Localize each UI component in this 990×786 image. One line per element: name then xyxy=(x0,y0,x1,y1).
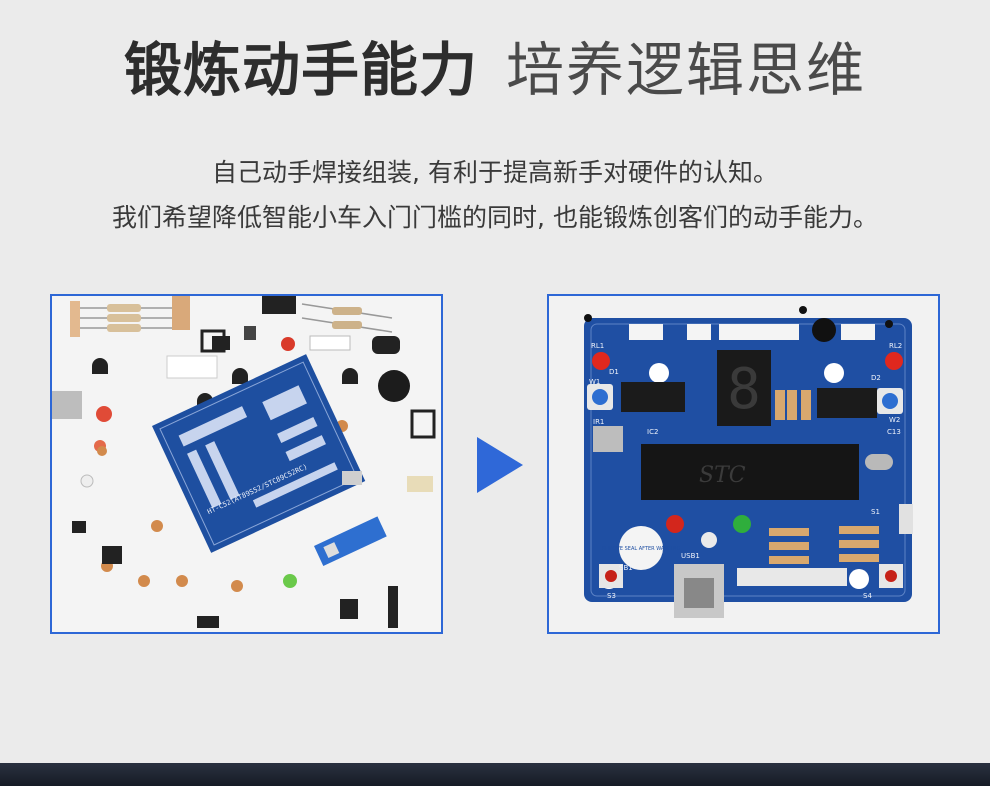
description-line-2: 我们希望降低智能小车入门门槛的同时, 也能锻炼创客们的动手能力。 xyxy=(112,203,878,232)
bare-pcb: HT-C52(AT89S52/STC89C52RC) xyxy=(152,354,366,553)
assembled-board-photo: 8 STC REMOVE SEAL AFTER WASHING xyxy=(547,294,940,634)
resistor-bodies xyxy=(70,296,362,337)
label-s1: S1 xyxy=(871,508,880,516)
mcu-chip xyxy=(641,444,859,500)
arrow-right-icon xyxy=(477,437,523,493)
headline-primary: 锻炼动手能力 xyxy=(123,36,478,104)
label-w1: W1 xyxy=(589,378,600,386)
components-illustration: HT-C52(AT89S52/STC89C52RC) xyxy=(52,296,441,632)
headline-secondary: 培养逻辑思维 xyxy=(506,36,867,104)
bottom-bar xyxy=(0,763,990,786)
label-usb1: USB1 xyxy=(681,552,700,560)
label-rl2: RL2 xyxy=(889,342,902,350)
assembled-board-illustration: 8 STC REMOVE SEAL AFTER WASHING xyxy=(549,296,938,632)
headline: 锻炼动手能力培养逻辑思维 xyxy=(0,32,990,108)
label-d2: D2 xyxy=(871,374,881,382)
label-w2: W2 xyxy=(889,416,900,424)
description-line-1: 自己动手焊接组装, 有利于提高新手对硬件的认知。 xyxy=(212,158,778,187)
seven-segment-digit: 8 xyxy=(727,357,761,422)
components-photo: HT-C52(AT89S52/STC89C52RC) xyxy=(50,294,443,634)
label-d1: D1 xyxy=(609,368,619,376)
label-c13: C13 xyxy=(887,428,901,436)
label-ir1: IR1 xyxy=(593,418,604,426)
buzzer-sticker: REMOVE SEAL AFTER WASHING xyxy=(602,546,681,552)
label-s3: S3 xyxy=(607,592,616,600)
label-ic2: IC2 xyxy=(647,428,658,436)
label-sb1: SB1 xyxy=(619,564,633,572)
mcu-chip-label: STC xyxy=(699,463,746,488)
label-s4: S4 xyxy=(863,592,872,600)
label-rl1: RL1 xyxy=(591,342,604,350)
